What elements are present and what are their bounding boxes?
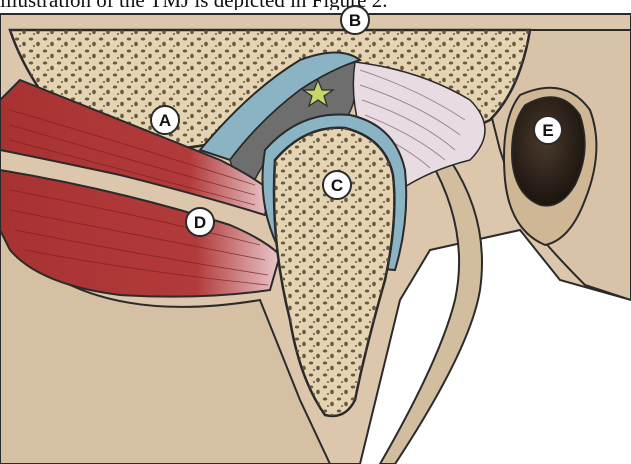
label-c-text: C: [331, 176, 343, 195]
label-b: B: [341, 6, 369, 34]
label-d: D: [186, 208, 214, 236]
label-c: C: [323, 171, 351, 199]
label-e: E: [534, 116, 562, 144]
label-b-text: B: [349, 11, 361, 30]
label-e-text: E: [542, 121, 553, 140]
label-a: A: [151, 106, 179, 134]
label-d-text: D: [194, 213, 206, 232]
label-a-text: A: [159, 111, 171, 130]
